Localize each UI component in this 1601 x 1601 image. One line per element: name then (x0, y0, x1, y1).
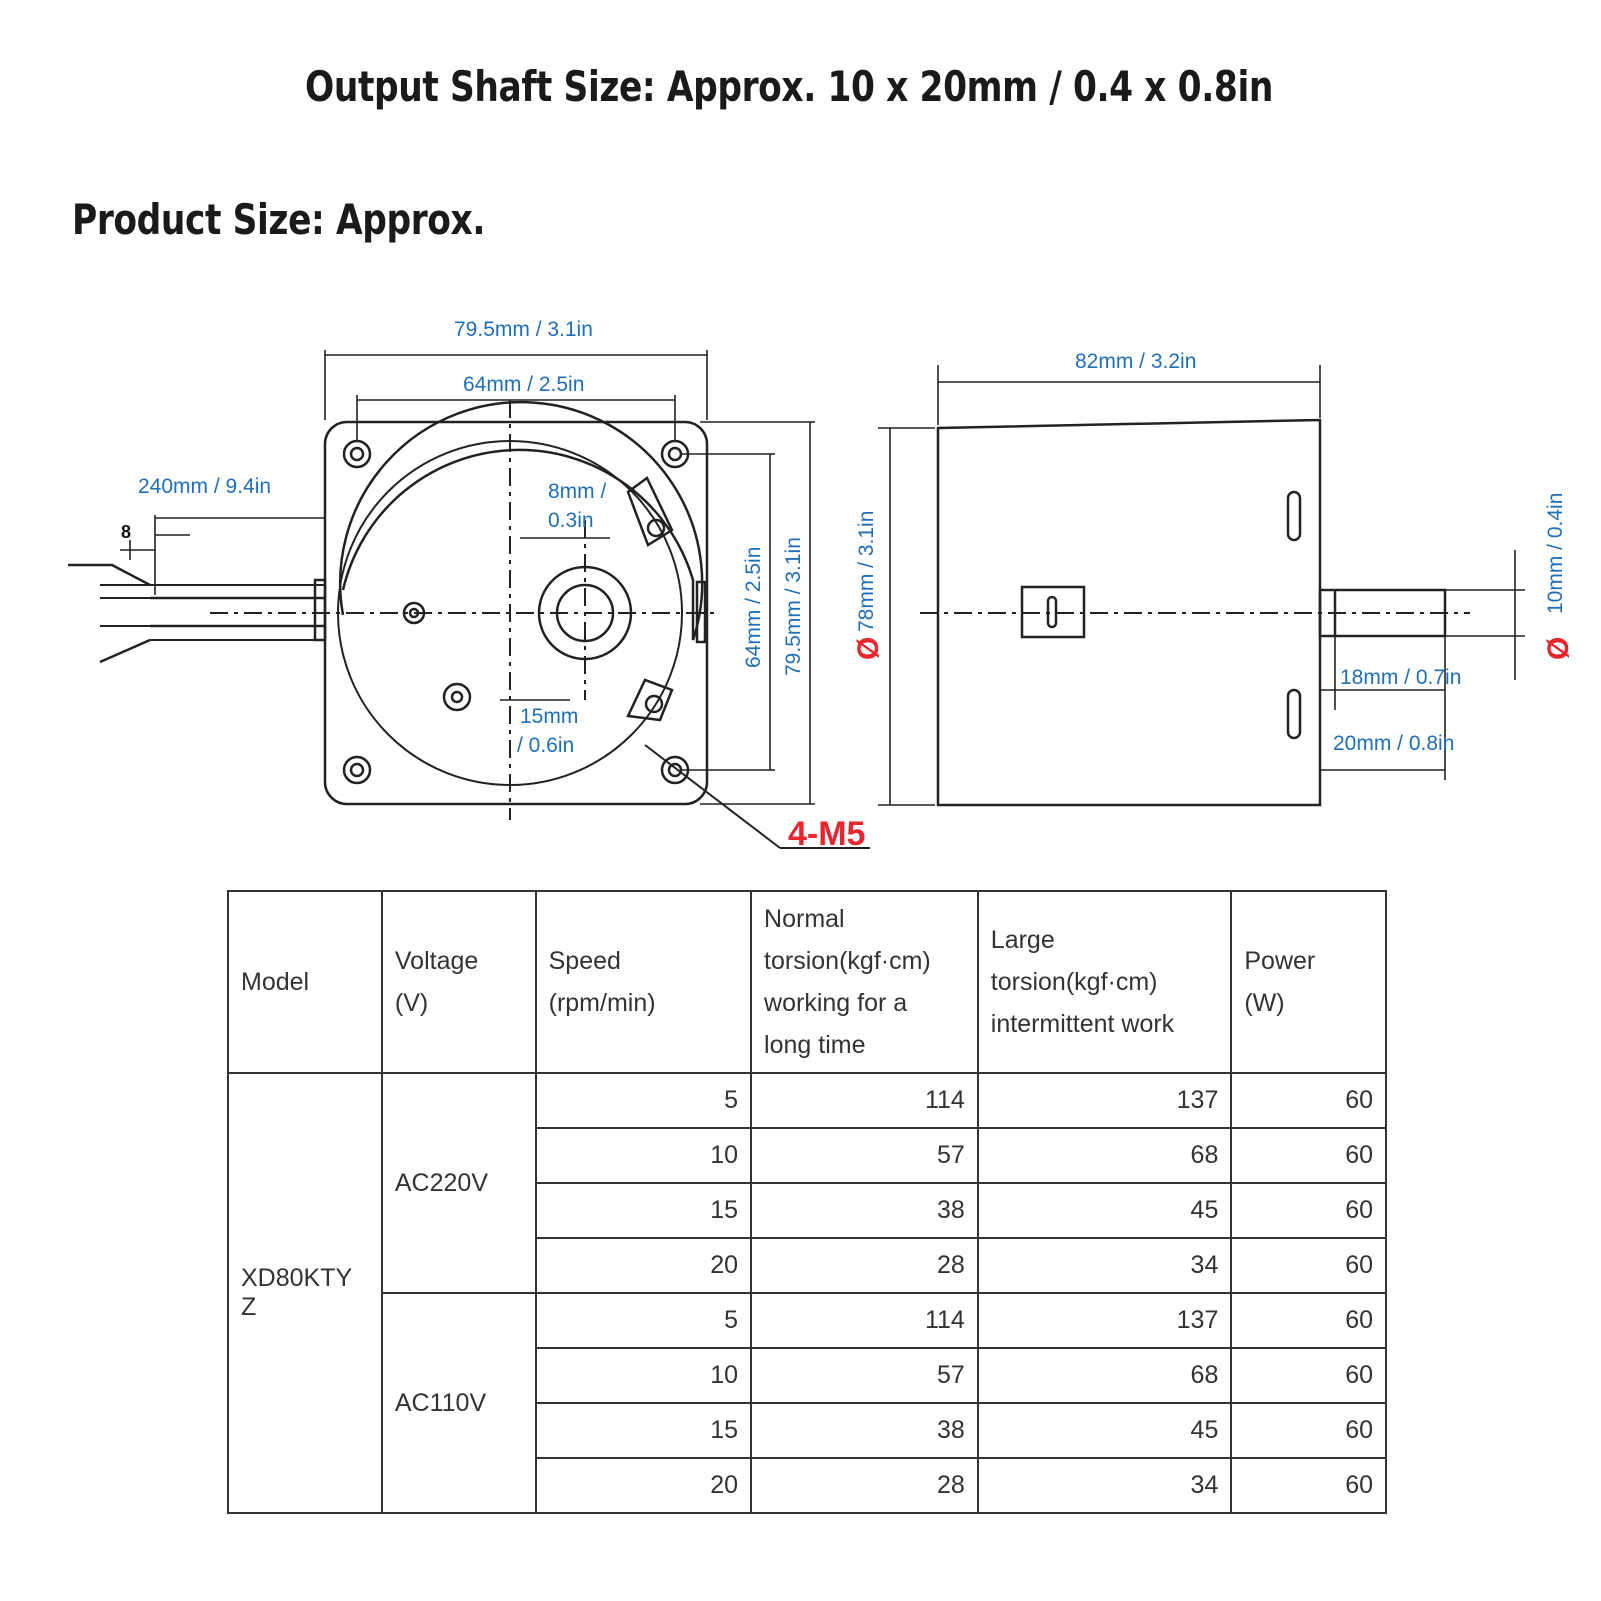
power-cell: 60 (1230, 1292, 1387, 1349)
speed-cell: 5 (534, 1072, 753, 1129)
large-torsion-cell: 68 (976, 1347, 1233, 1404)
table-row: 10 57 68 60 (228, 1127, 1387, 1184)
normal-torsion-cell: 38 (750, 1182, 979, 1239)
dim-height-outer: 79.5mm / 3.1in (782, 537, 805, 676)
side-body (936, 418, 1322, 807)
side-slot-bottom (1286, 688, 1302, 740)
dim-shaft-length: 20mm / 0.8in (1333, 732, 1454, 755)
dim-shaft-key-length: 18mm / 0.7in (1340, 666, 1461, 689)
voltage-cell: AC110V (380, 1292, 537, 1514)
table-row: 10 57 68 60 (228, 1347, 1387, 1404)
header-model: Model (227, 890, 383, 1074)
table-row: 15 38 45 60 (228, 1182, 1387, 1239)
speed-cell: 10 (534, 1347, 753, 1404)
table-row: 15 38 45 60 (228, 1402, 1387, 1459)
diameter-symbol: Ø (852, 637, 885, 660)
large-torsion-cell: 137 (976, 1292, 1233, 1349)
normal-torsion-cell: 114 (750, 1072, 979, 1129)
power-cell: 60 (1230, 1237, 1387, 1294)
dim-boss-offset-2: / 0.6in (517, 734, 574, 757)
table-row: AC110V 5 114 137 60 (228, 1292, 1387, 1514)
large-torsion-cell: 137 (976, 1072, 1233, 1129)
speed-cell: 20 (534, 1237, 753, 1294)
normal-torsion-cell: 28 (750, 1457, 979, 1514)
speed-cell: 15 (534, 1402, 753, 1459)
dim-hole-spacing: 64mm / 2.5in (463, 373, 584, 396)
dim-shaft-diameter: 10mm / 0.4in (1544, 493, 1567, 614)
power-cell: 60 (1230, 1457, 1387, 1514)
speed-cell: 5 (534, 1292, 753, 1349)
mount-hole-bl (342, 755, 372, 785)
dim-lead-length: 240mm / 9.4in (138, 475, 271, 498)
power-cell: 60 (1230, 1182, 1387, 1239)
large-torsion-cell: 45 (976, 1182, 1233, 1239)
normal-torsion-cell: 114 (750, 1292, 979, 1349)
table-row: 20 28 34 60 (228, 1457, 1387, 1514)
large-torsion-cell: 45 (976, 1402, 1233, 1459)
dim-height-inner: 64mm / 2.5in (742, 547, 765, 668)
large-torsion-cell: 34 (976, 1457, 1233, 1514)
dim-diameter: 78mm / 3.1in (855, 511, 878, 632)
header-voltage: Voltage(V) (380, 890, 537, 1074)
speed-cell: 20 (534, 1457, 753, 1514)
dim-shaft-offset-2: 0.3in (548, 509, 594, 532)
screw-label: 4-M5 (788, 815, 865, 853)
normal-torsion-cell: 57 (750, 1347, 979, 1404)
dim-boss-offset-1: 15mm (520, 705, 578, 728)
large-torsion-cell: 34 (976, 1237, 1233, 1294)
dim-length: 82mm / 3.2in (1075, 350, 1196, 373)
power-cell: 60 (1230, 1072, 1387, 1129)
shaft-diameter-symbol: Ø (1542, 637, 1575, 660)
power-cell: 60 (1230, 1402, 1387, 1459)
normal-torsion-cell: 38 (750, 1402, 979, 1459)
header-power: Power(W) (1230, 890, 1387, 1074)
power-cell: 60 (1230, 1347, 1387, 1404)
table-row: 20 28 34 60 (228, 1237, 1387, 1294)
front-body-circle (338, 400, 704, 641)
header-speed: Speed(rpm/min) (534, 890, 753, 1074)
shaft-size-title: Output Shaft Size: Approx. 10 x 20mm / 0… (305, 62, 1273, 111)
dim-shaft-offset-1: 8mm / (548, 480, 607, 503)
speed-cell: 10 (534, 1127, 753, 1184)
dim-width-outer: 79.5mm / 3.1in (454, 318, 593, 341)
product-size-title: Product Size: Approx. (72, 195, 485, 244)
power-cell: 60 (1230, 1127, 1387, 1184)
side-slot-top (1286, 490, 1302, 542)
motor-drawing: 79.5mm / 3.1in 64mm / 2.5in 240mm / 9.4i… (68, 318, 1575, 853)
large-torsion-cell: 68 (976, 1127, 1233, 1184)
dim-lead-strip: 8 (121, 522, 131, 542)
mount-hole-tl (342, 439, 372, 469)
voltage-cell: AC220V (380, 1072, 537, 1294)
normal-torsion-cell: 57 (750, 1127, 979, 1184)
normal-torsion-cell: 28 (750, 1237, 979, 1294)
speed-cell: 15 (534, 1182, 753, 1239)
